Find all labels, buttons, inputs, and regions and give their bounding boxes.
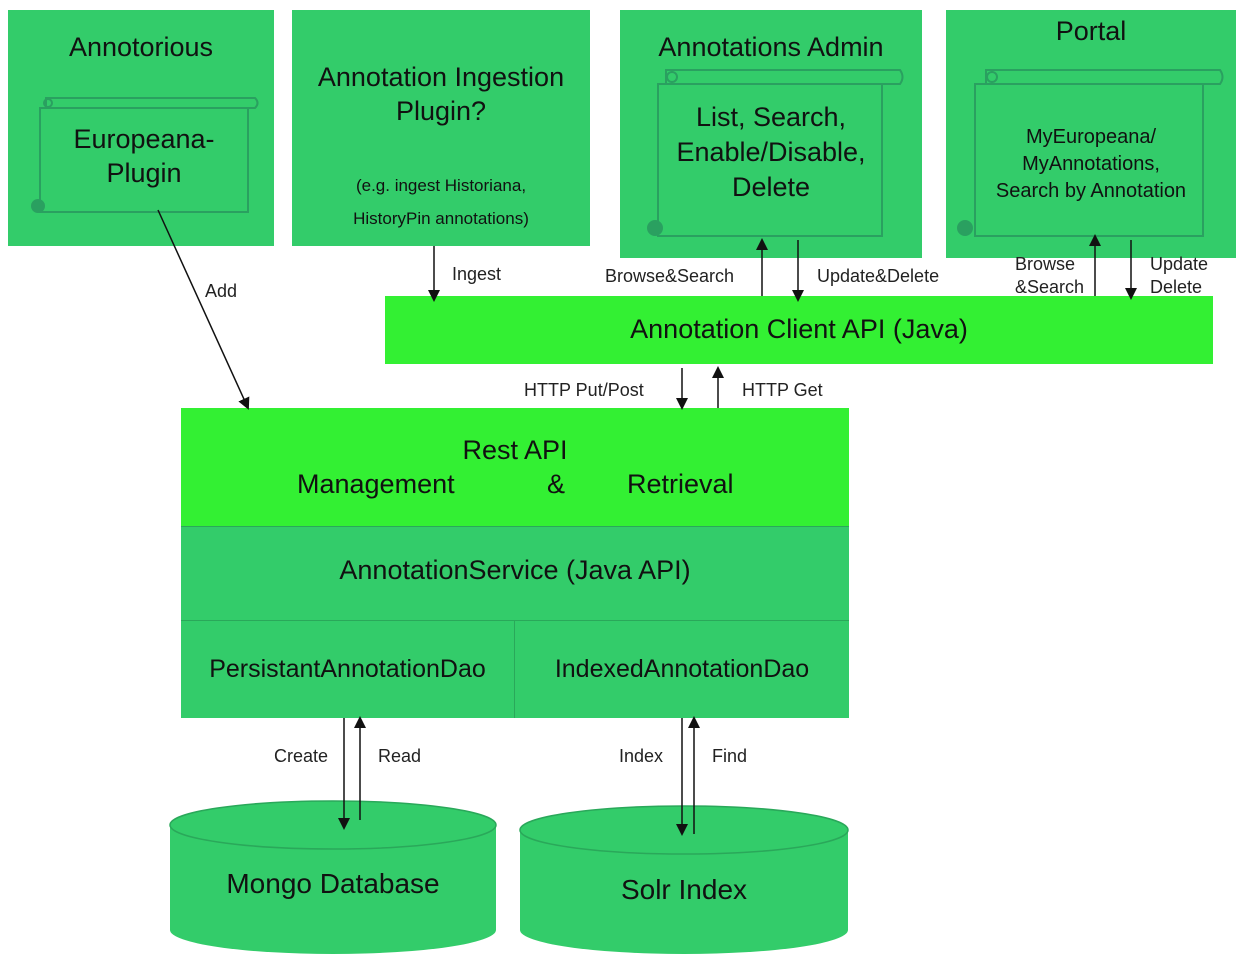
indexed-dao-label: IndexedAnnotationDao <box>554 655 810 683</box>
admin-line2: Enable/Disable, <box>676 137 866 167</box>
ingestion-note-line2: HistoryPin annotations) <box>353 209 529 228</box>
create-label: Create <box>274 746 329 766</box>
ingestion-plugin-box: Annotation Ingestion Plugin? (e.g. inges… <box>292 10 590 246</box>
portal-scroll <box>957 69 1224 237</box>
solr-label: Solr Index <box>620 874 748 905</box>
update-delete-label: Update&Delete <box>817 266 940 286</box>
persistant-dao-box: PersistantAnnotationDao <box>181 620 515 718</box>
client-api-label: Annotation Client API (Java) <box>630 314 968 344</box>
ingest-label: Ingest <box>452 264 502 284</box>
portal-box: Portal MyEuropeana/ MyAnnotations, Searc… <box>946 10 1236 258</box>
rest-api-management: Management <box>297 469 455 499</box>
portal-update-label-1: Update <box>1150 254 1209 274</box>
portal-line2: MyAnnotations, <box>1022 153 1160 175</box>
portal-browse-label-2: &Search <box>1015 277 1085 297</box>
browse-search-label: Browse&Search <box>605 266 735 286</box>
annotorious-title: Annotorious <box>68 32 214 62</box>
read-label: Read <box>378 746 422 766</box>
rest-api-line1: Rest API <box>462 435 568 465</box>
ingestion-title-line1: Annotation Ingestion <box>317 62 565 92</box>
portal-update-label-2: Delete <box>1150 277 1203 297</box>
ingestion-note-line1: (e.g. ingest Historiana, <box>355 176 527 195</box>
persistant-dao-label: PersistantAnnotationDao <box>209 655 486 683</box>
rest-api-retrieval: Retrieval <box>627 469 734 499</box>
portal-line1: MyEuropeana/ <box>1025 126 1157 148</box>
http-get-label: HTTP Get <box>742 380 823 400</box>
rest-api-amp: & <box>547 469 566 499</box>
add-label: Add <box>205 281 238 301</box>
annotation-service-label: AnnotationService (Java API) <box>339 555 691 585</box>
mongo-label: Mongo Database <box>226 868 440 899</box>
admin-scroll <box>647 69 904 237</box>
indexed-dao-box: IndexedAnnotationDao <box>515 620 849 718</box>
client-api-box: Annotation Client API (Java) <box>385 296 1213 364</box>
portal-title: Portal <box>1055 16 1127 46</box>
http-put-label: HTTP Put/Post <box>524 380 644 400</box>
admin-line1: List, Search, <box>695 102 847 132</box>
annotation-service-box: AnnotationService (Java API) <box>181 526 849 620</box>
rest-api-box: Rest API Management & Retrieval <box>181 408 849 526</box>
annotorious-box: Annotorious <box>8 10 274 246</box>
add-arrow <box>157 209 250 410</box>
ingestion-title-line2: Plugin? <box>395 96 487 126</box>
admin-title: Annotations Admin <box>658 32 884 62</box>
europeana-plugin-label: Europeana- Plugin <box>73 124 215 188</box>
portal-line3: Search by Annotation <box>995 180 1187 202</box>
find-label: Find <box>712 746 748 766</box>
mongo-cylinder <box>169 800 497 954</box>
annotations-admin-box: Annotations Admin List, Search, Enable/D… <box>620 10 922 258</box>
europeana-plugin-scroll <box>31 97 259 213</box>
admin-line3: Delete <box>731 172 811 202</box>
index-label: Index <box>619 746 664 766</box>
portal-browse-label-1: Browse <box>1015 254 1076 274</box>
